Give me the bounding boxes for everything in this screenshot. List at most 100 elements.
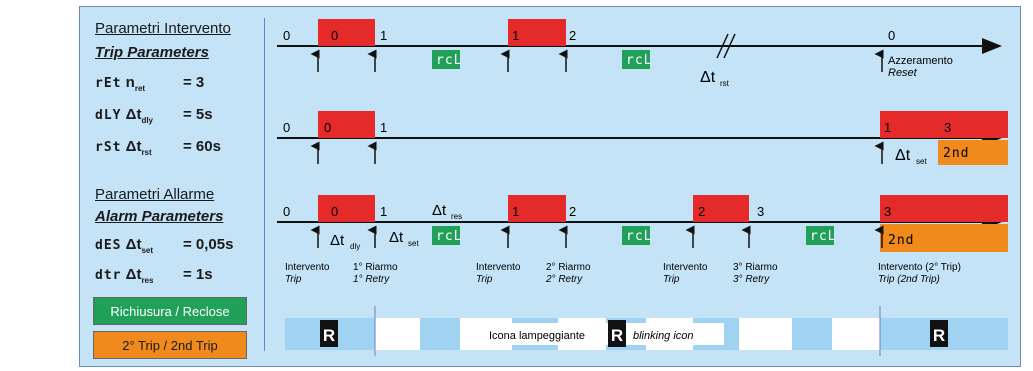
param-dly: dLY Δtdly = 5s [95,106,213,125]
legend-reclose: Richiusura / Reclose [93,297,247,325]
alarm-parameters-title-it: Parametri Allarme [95,186,215,203]
trip-parameters-title-it: Parametri Intervento [95,20,231,37]
timeline-3-second-trip-box [880,224,1008,252]
event-label-trip-2-en: Trip [476,274,493,285]
timeline-3-delta-res-sub: res [451,212,462,221]
timeline-2-trip-0-box [318,111,375,138]
timeline-1-label-0: 0 [283,28,290,43]
set-value: = 0,05s [183,236,234,253]
set-symbol: Δt [125,236,142,253]
timeline-3-delta-dly: Δt [330,232,345,249]
event-label-retry-3-it: 3° Riarmo [733,262,778,273]
ret-code: rEt [95,76,122,91]
timeline-3-second-label: 2nd [888,233,914,248]
blinking-r-icon-2 [608,320,626,347]
blinking-r-icon-1-letter: R [323,326,335,345]
panel-divider [264,18,265,351]
timeline-3-red-0: 0 [331,204,338,219]
ret-subscript: ret [134,84,146,93]
dly-code: dLY [95,108,122,123]
param-set: dES Δtset = 0,05s [95,236,233,255]
timeline-3-delta-res: Δt [432,202,447,219]
timeline-3-reclose-1-box [432,226,460,245]
res-subscript: res [141,276,154,285]
blinking-r-icon-1 [320,320,338,347]
event-label-trip-3-it: Intervento [663,262,708,273]
event-label-final-trip-it: Intervento (2° Trip) [878,262,961,273]
timeline-3-label-2: 2 [569,204,576,219]
param-rst: rSt Δtrst = 60s [95,138,221,157]
icon-caption-it: Icona lampeggiante [489,330,585,342]
timeline-2-red-b: 3 [944,120,951,135]
timeline-1-label-1: 1 [380,28,387,43]
blinking-r-icon-3 [930,320,948,347]
timeline-1-red-0: 0 [331,28,338,43]
blinking-r-icon-3-letter: R [933,326,945,345]
set-code: dES [95,238,122,253]
timeline-3-delta-dly-sub: dly [350,242,360,251]
event-label-trip-2-it: Intervento [476,262,521,273]
rst-symbol: Δt [125,138,142,155]
param-res: dtr Δtres = 1s [95,266,213,285]
ret-symbol: n [125,74,135,91]
event-label-retry-2-en: 2° Retry [545,274,583,285]
dly-subscript: dly [141,116,153,125]
timeline-3-label-3: 3 [757,204,764,219]
timeline-3-trip-3-box [880,195,1008,222]
timeline-3-rcl-3: rcL [810,229,836,244]
timeline-1-delta-sub: rst [720,79,730,88]
timeline-1-reclose-2-box [622,50,650,69]
res-code: dtr [95,268,122,283]
event-label-trip-1-it: Intervento [285,262,330,273]
trip-parameters-title-en: Trip Parameters [95,44,209,61]
timeline-1-reclose-1-box [432,50,460,69]
event-label-retry-1-it: 1° Riarmo [353,262,398,273]
timeline-3-label-1: 1 [380,204,387,219]
icon-strip-caption-bg [480,323,724,345]
timeline-3-trip-0-box [318,195,375,222]
timeline-1-reset-it: Azzeramento [888,55,953,67]
timeline-2-label-0: 0 [283,120,290,135]
timeline-2-red-a: 1 [884,120,891,135]
timeline-3-delta-set-sub: set [408,239,419,248]
timeline-3-red-1: 1 [512,204,519,219]
timeline-2-label-1: 1 [380,120,387,135]
timeline-1-delta: Δt [700,69,716,86]
icon-strip-on-6 [792,318,832,350]
timeline-3-label-0: 0 [283,204,290,219]
timeline-1-label-2: 2 [569,28,576,43]
ret-value: = 3 [183,74,205,91]
rst-subscript: rst [141,148,152,157]
timeline-3-red-3: 3 [884,204,891,219]
legend-second-trip: 2° Trip / 2nd Trip [93,331,247,359]
blinking-r-icon-2-letter: R [611,326,623,345]
alarm-parameters-title-en: Alarm Parameters [95,208,224,225]
event-label-final-trip-en: Trip (2nd Trip) [878,274,940,285]
timeline-1-break-mark-b [723,33,736,59]
rst-value: = 60s [183,138,221,155]
res-symbol: Δt [125,266,142,283]
set-subscript: set [141,246,153,255]
timeline-2-second-trip-box [938,140,1008,165]
param-ret: rEt nret = 3 [95,74,204,93]
timeline-3-rcl-2: rcL [626,229,652,244]
timeline-1-red-1: 1 [512,28,519,43]
timeline-2-delta-sub: set [916,157,927,166]
timeline-3-red-2: 2 [698,204,705,219]
timeline-1-rcl-1: rcL [436,53,462,68]
timeline-2-second-label: 2nd [943,146,969,161]
timeline-2-delta: Δt [895,147,911,164]
dly-symbol: Δt [125,106,142,123]
timeline-1-break-mark-a [716,33,729,59]
timeline-3-reclose-2-box [622,226,650,245]
timeline-1-rcl-2: rcL [626,53,652,68]
timeline-3-delta-set: Δt [389,229,404,246]
timeline-2-trip-final-box [880,111,1008,138]
event-label-retry-2-it: 2° Riarmo [546,262,591,273]
event-label-retry-1-en: 1° Retry [353,274,390,285]
timeline-3-trip-1-box [508,195,566,222]
rst-code: rSt [95,140,122,155]
icon-strip-on-2 [420,318,460,350]
icon-caption-en: blinking icon [633,330,694,342]
